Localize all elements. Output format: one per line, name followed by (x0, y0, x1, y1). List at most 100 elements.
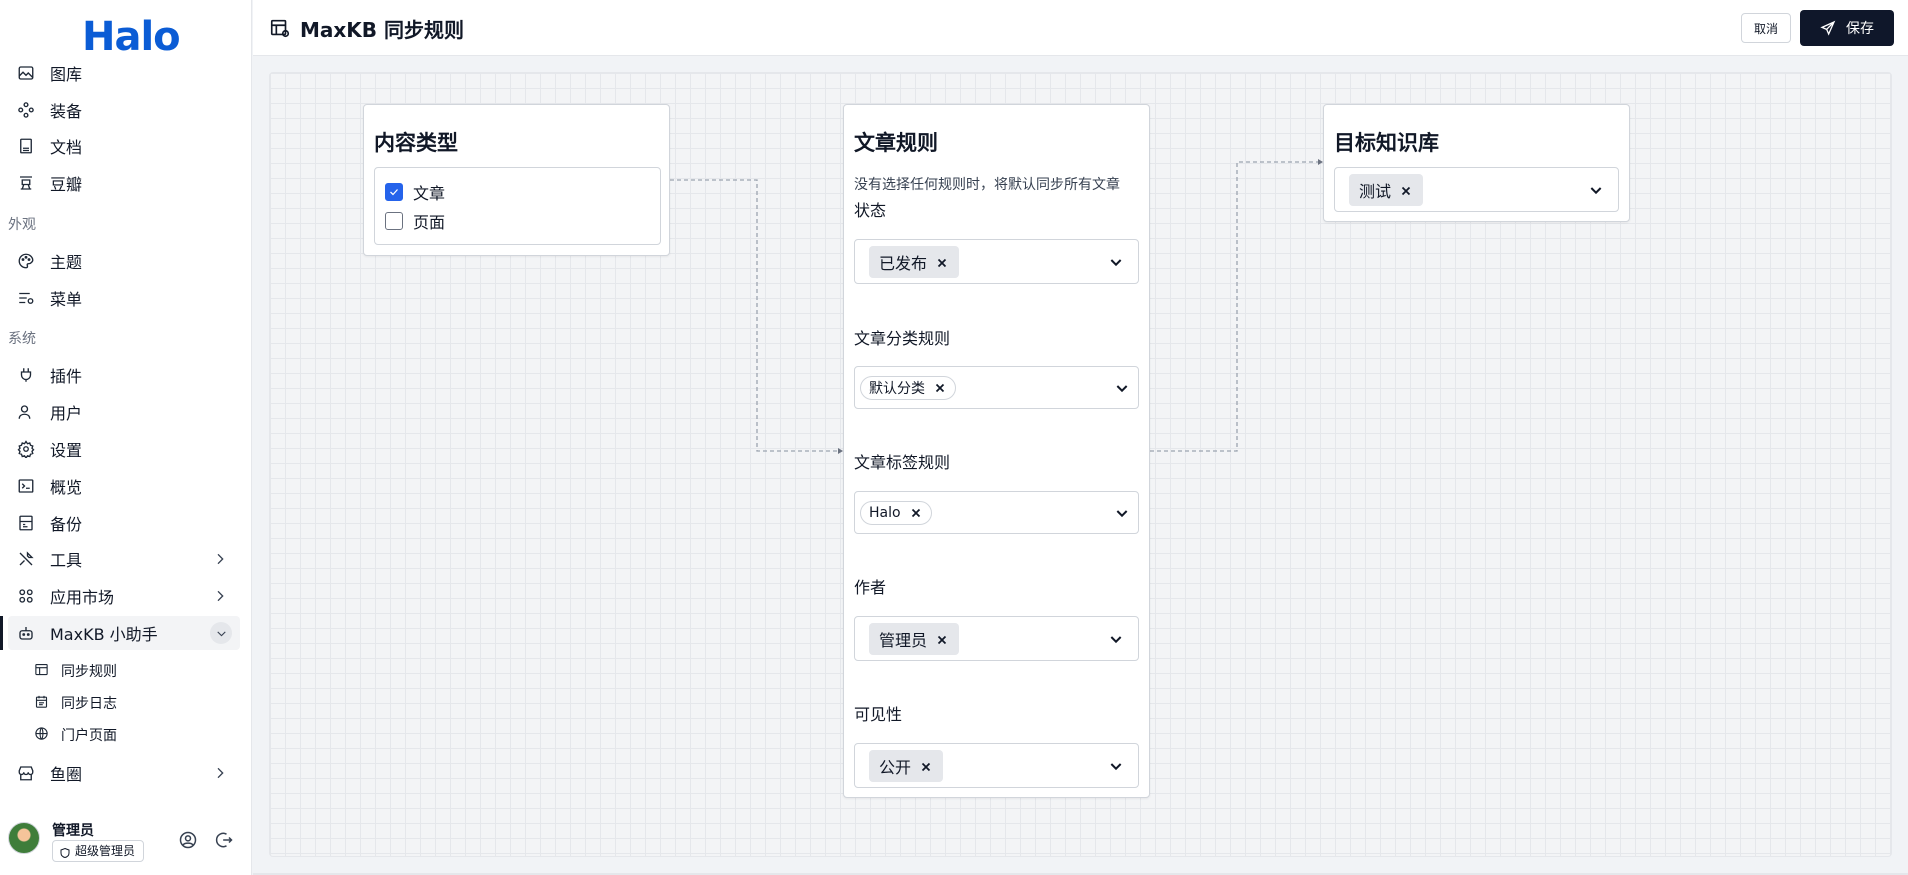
tag-label: 默认分类 (869, 381, 925, 397)
remove-tag-icon[interactable] (935, 255, 949, 269)
globe-icon (34, 726, 49, 745)
chevron-down-icon[interactable] (210, 622, 232, 644)
sidebar-item-users[interactable]: 用户 (8, 395, 240, 429)
logout-icon[interactable] (214, 830, 234, 850)
send-icon (1820, 20, 1836, 36)
chevron-right-icon (212, 765, 228, 781)
sub-item-label: 同步日志 (61, 696, 117, 712)
section-appearance: 外观 (8, 217, 36, 233)
option-article[interactable]: 文章 (385, 180, 445, 204)
sidebar-item-gallery[interactable]: 图库 (8, 60, 240, 86)
sidebar-item-label: 工具 (50, 551, 83, 570)
backup-icon (16, 513, 36, 533)
option-label: 文章 (413, 184, 446, 203)
target-kb-node[interactable]: 目标知识库 测试 (1323, 104, 1630, 222)
content-type-node[interactable]: 内容类型 文章 页面 (363, 104, 670, 256)
selected-tag: 测试 (1349, 174, 1424, 206)
table-settings-icon (269, 17, 291, 39)
sidebar-item-plugins[interactable]: 插件 (8, 358, 240, 392)
field-label-tags: 文章标签规则 (854, 453, 951, 472)
avatar[interactable] (8, 822, 40, 854)
sidebar-item-maxkb[interactable]: MaxKB 小助手 (0, 616, 240, 650)
chevron-down-icon[interactable] (1108, 758, 1124, 774)
chevron-down-icon[interactable] (1114, 380, 1130, 396)
gear-icon (16, 439, 36, 459)
chevron-down-icon[interactable] (1108, 631, 1124, 647)
sidebar-item-douban[interactable]: 豆瓣 (8, 166, 240, 200)
save-button[interactable]: 保存 (1800, 10, 1894, 46)
sidebar-item-settings[interactable]: 设置 (8, 432, 240, 466)
sidebar-item-label: 鱼圈 (50, 765, 83, 784)
sidebar-item-equipment[interactable]: 装备 (8, 93, 240, 127)
tools-icon (16, 549, 36, 569)
chevron-down-icon[interactable] (1108, 254, 1124, 270)
sidebar-item-themes[interactable]: 主题 (8, 244, 240, 278)
sidebar-item-label: 概览 (50, 478, 83, 497)
selected-tag: Halo (860, 501, 932, 525)
remove-tag-icon[interactable] (933, 381, 947, 395)
profile-icon[interactable] (178, 830, 198, 850)
selected-tag: 默认分类 (860, 376, 956, 400)
sub-item-sync-logs[interactable]: 同步日志 (34, 690, 117, 716)
card-title: 文章规则 (854, 131, 938, 155)
sidebar-item-label: 应用市场 (50, 588, 115, 607)
sidebar-item-overview[interactable]: 概览 (8, 469, 240, 503)
remove-tag-icon[interactable] (1399, 183, 1413, 197)
author-select[interactable]: 管理员 (854, 616, 1139, 661)
tag-label: Halo (869, 505, 901, 521)
sidebar-item-tools[interactable]: 工具 (8, 542, 240, 576)
sidebar-item-label: MaxKB 小助手 (50, 625, 158, 644)
field-label-author: 作者 (854, 578, 887, 597)
user-panel: 管理员 超级管理员 (0, 812, 252, 875)
selected-tag: 管理员 (869, 623, 960, 655)
article-rules-node[interactable]: 文章规则 没有选择任何规则时，将默认同步所有文章 状态 已发布 文章分类规则 默… (843, 104, 1150, 798)
image-icon (16, 63, 36, 83)
page-header: MaxKB 同步规则 取消 保存 (253, 0, 1908, 56)
sidebar-item-docs[interactable]: 文档 (8, 129, 240, 163)
page-title: MaxKB 同步规则 (300, 18, 465, 42)
option-label: 页面 (413, 213, 446, 232)
chevron-down-icon[interactable] (1114, 505, 1130, 521)
category-select[interactable]: 默认分类 (854, 366, 1139, 409)
document-icon (16, 136, 36, 156)
sidebar-item-backup[interactable]: 备份 (8, 506, 240, 540)
check-icon (390, 189, 398, 196)
selected-tag: 公开 (869, 750, 944, 782)
sub-item-label: 门户页面 (61, 728, 117, 744)
sidebar-item-label: 装备 (50, 102, 83, 121)
chevron-right-icon (212, 588, 228, 604)
knowledge-base-select[interactable]: 测试 (1334, 167, 1619, 212)
sub-item-sync-rules[interactable]: 同步规则 (34, 658, 117, 684)
sidebar-item-app-market[interactable]: 应用市场 (8, 579, 240, 613)
halo-logo[interactable]: Halo (82, 14, 181, 60)
terminal-icon (16, 476, 36, 496)
visibility-select[interactable]: 公开 (854, 743, 1139, 788)
field-label-category: 文章分类规则 (854, 329, 951, 348)
apps-icon (16, 586, 36, 606)
checkbox-unchecked[interactable] (385, 212, 403, 230)
remove-tag-icon[interactable] (919, 759, 933, 773)
palette-icon (16, 251, 36, 271)
checkbox-checked[interactable] (385, 183, 403, 201)
shield-icon (59, 845, 71, 859)
save-label: 保存 (1846, 21, 1874, 37)
field-label-visibility: 可见性 (854, 705, 903, 724)
menu-settings-icon (16, 288, 36, 308)
remove-tag-icon[interactable] (909, 506, 923, 520)
chevron-down-icon[interactable] (1588, 182, 1604, 198)
douban-icon (16, 173, 36, 193)
sidebar-item-label: 设置 (50, 441, 83, 460)
tags-select[interactable]: Halo (854, 491, 1139, 534)
cancel-button[interactable]: 取消 (1741, 13, 1791, 43)
remove-tag-icon[interactable] (935, 632, 949, 646)
sidebar-item-fish-circle[interactable]: 鱼圈 (8, 756, 240, 790)
sidebar-item-menus[interactable]: 菜单 (8, 281, 240, 315)
sub-item-label: 同步规则 (61, 664, 117, 680)
table-icon (34, 662, 49, 681)
tag-label: 已发布 (879, 254, 928, 273)
role-label: 超级管理员 (75, 844, 136, 858)
option-page[interactable]: 页面 (385, 209, 445, 233)
status-select[interactable]: 已发布 (854, 239, 1139, 284)
tag-label: 管理员 (879, 631, 928, 650)
sub-item-portal[interactable]: 门户页面 (34, 722, 117, 748)
